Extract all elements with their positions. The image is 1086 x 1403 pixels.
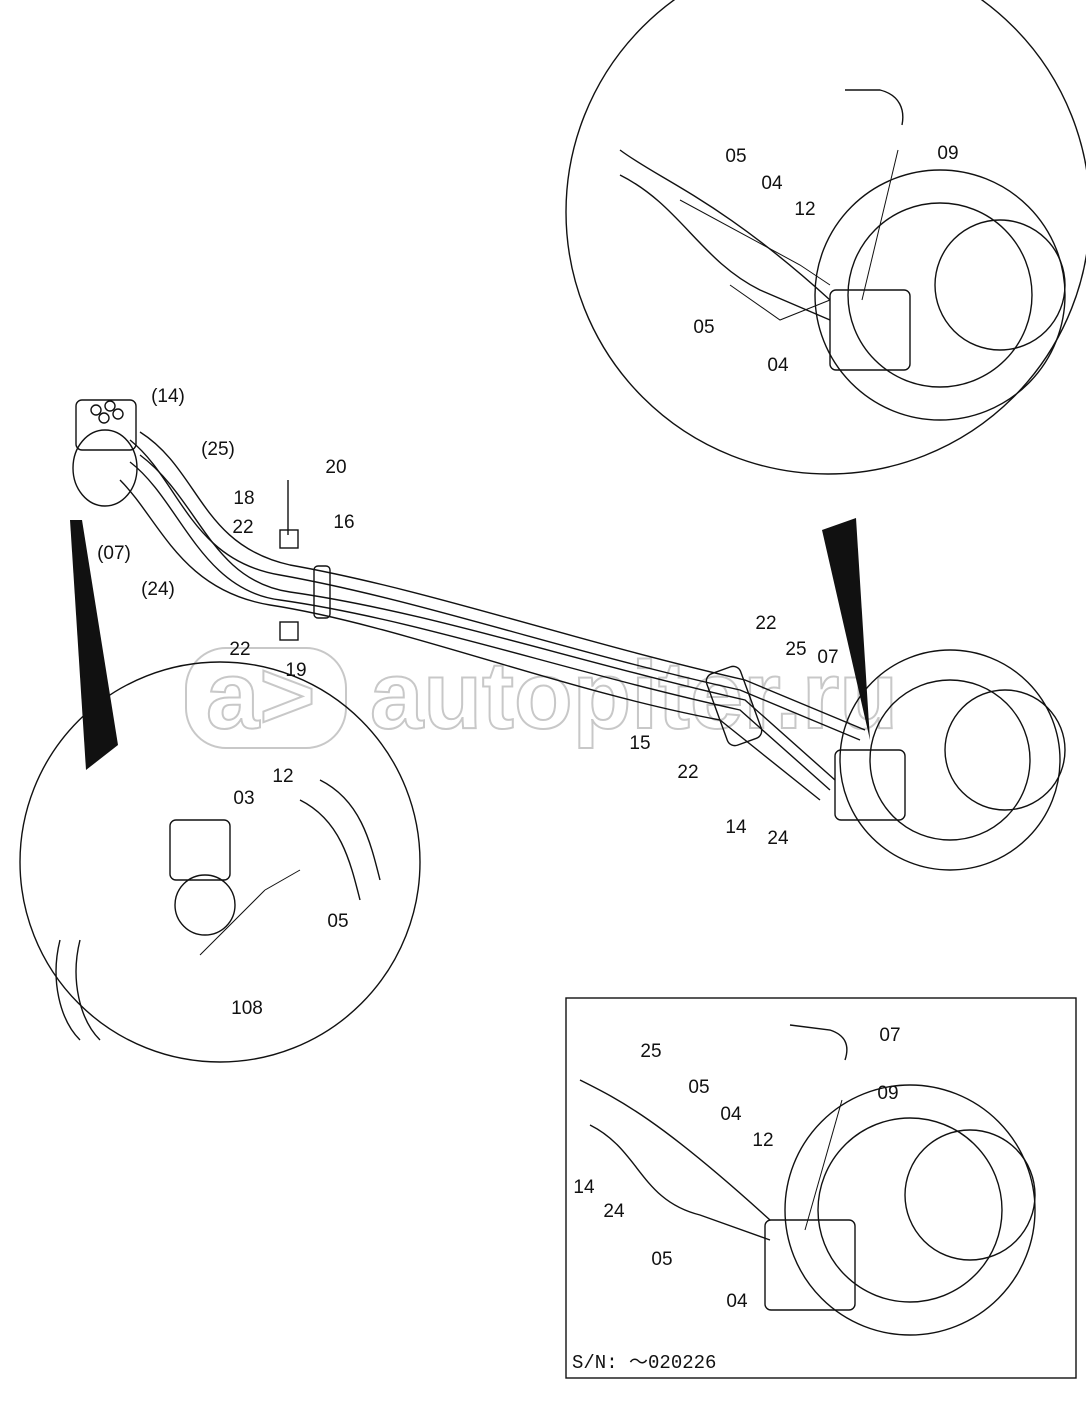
callout-label: 14 bbox=[725, 817, 747, 838]
callout-label: (24) bbox=[141, 579, 175, 600]
top-pointer bbox=[822, 518, 870, 740]
callout-label: 04 bbox=[720, 1104, 742, 1125]
top-detail-circle bbox=[565, 0, 1086, 475]
hose-assembly bbox=[119, 431, 866, 801]
callout-label: 05 bbox=[688, 1077, 709, 1098]
callout-label: 12 bbox=[272, 766, 293, 787]
top-detail-labels: 05 04 12 09 05 04 bbox=[693, 143, 958, 376]
callout-label: 03 bbox=[233, 788, 254, 809]
serial-number: S/N: ～020226 bbox=[572, 1352, 716, 1374]
svg-text:a>: a> bbox=[206, 642, 315, 749]
main-labels: (14) (25) (07) (24) 20 18 22 16 22 19 22… bbox=[97, 386, 838, 849]
callout-label: 05 bbox=[651, 1249, 672, 1270]
callout-label: 12 bbox=[752, 1130, 773, 1151]
callout-label: 108 bbox=[231, 998, 263, 1019]
left-detail-circle bbox=[19, 661, 421, 1063]
svg-text:autopiter.ru: autopiter.ru bbox=[370, 642, 898, 749]
callout-label: 22 bbox=[229, 639, 250, 660]
left-detail-labels: 12 03 05 108 bbox=[231, 766, 348, 1019]
watermark: a> autopiter.ru bbox=[185, 641, 899, 750]
callout-label: (07) bbox=[97, 543, 131, 564]
callout-label: 22 bbox=[677, 762, 698, 783]
left-detail-parts bbox=[55, 779, 381, 1041]
callout-label: 09 bbox=[877, 1083, 898, 1104]
left-pointer bbox=[70, 520, 118, 770]
callout-label: 12 bbox=[794, 199, 815, 220]
callout-label: 22 bbox=[755, 613, 776, 634]
detail-box bbox=[565, 997, 1077, 1379]
callout-label: 14 bbox=[573, 1177, 595, 1198]
callout-label: 09 bbox=[937, 143, 958, 164]
callout-label: 20 bbox=[325, 457, 346, 478]
callout-label: 07 bbox=[879, 1025, 900, 1046]
callout-label: 05 bbox=[693, 317, 714, 338]
callout-label: 18 bbox=[233, 488, 254, 509]
callout-label: (25) bbox=[201, 439, 235, 460]
callout-label: 05 bbox=[725, 146, 746, 167]
callout-label: (14) bbox=[151, 386, 185, 407]
swivel-joint bbox=[72, 399, 138, 507]
callout-label: 19 bbox=[285, 660, 306, 681]
box-detail-labels: 07 25 05 04 09 12 14 24 05 04 S/N: ～0202… bbox=[572, 1025, 901, 1374]
callout-label: 25 bbox=[785, 639, 806, 660]
callout-label: 07 bbox=[817, 647, 838, 668]
callout-label: 04 bbox=[726, 1291, 748, 1312]
callout-label: 24 bbox=[767, 828, 789, 849]
travel-motor-top bbox=[619, 89, 1066, 421]
travel-motor-box bbox=[579, 1024, 1036, 1336]
callout-label: 22 bbox=[232, 517, 253, 538]
callout-label: 05 bbox=[327, 911, 348, 932]
callout-label: 04 bbox=[767, 355, 789, 376]
callout-label: 16 bbox=[333, 512, 354, 533]
callout-label: 25 bbox=[640, 1041, 661, 1062]
callout-label: 04 bbox=[761, 173, 783, 194]
callout-label: 15 bbox=[629, 733, 650, 754]
callout-label: 24 bbox=[603, 1201, 625, 1222]
travel-motor-main bbox=[834, 649, 1066, 871]
